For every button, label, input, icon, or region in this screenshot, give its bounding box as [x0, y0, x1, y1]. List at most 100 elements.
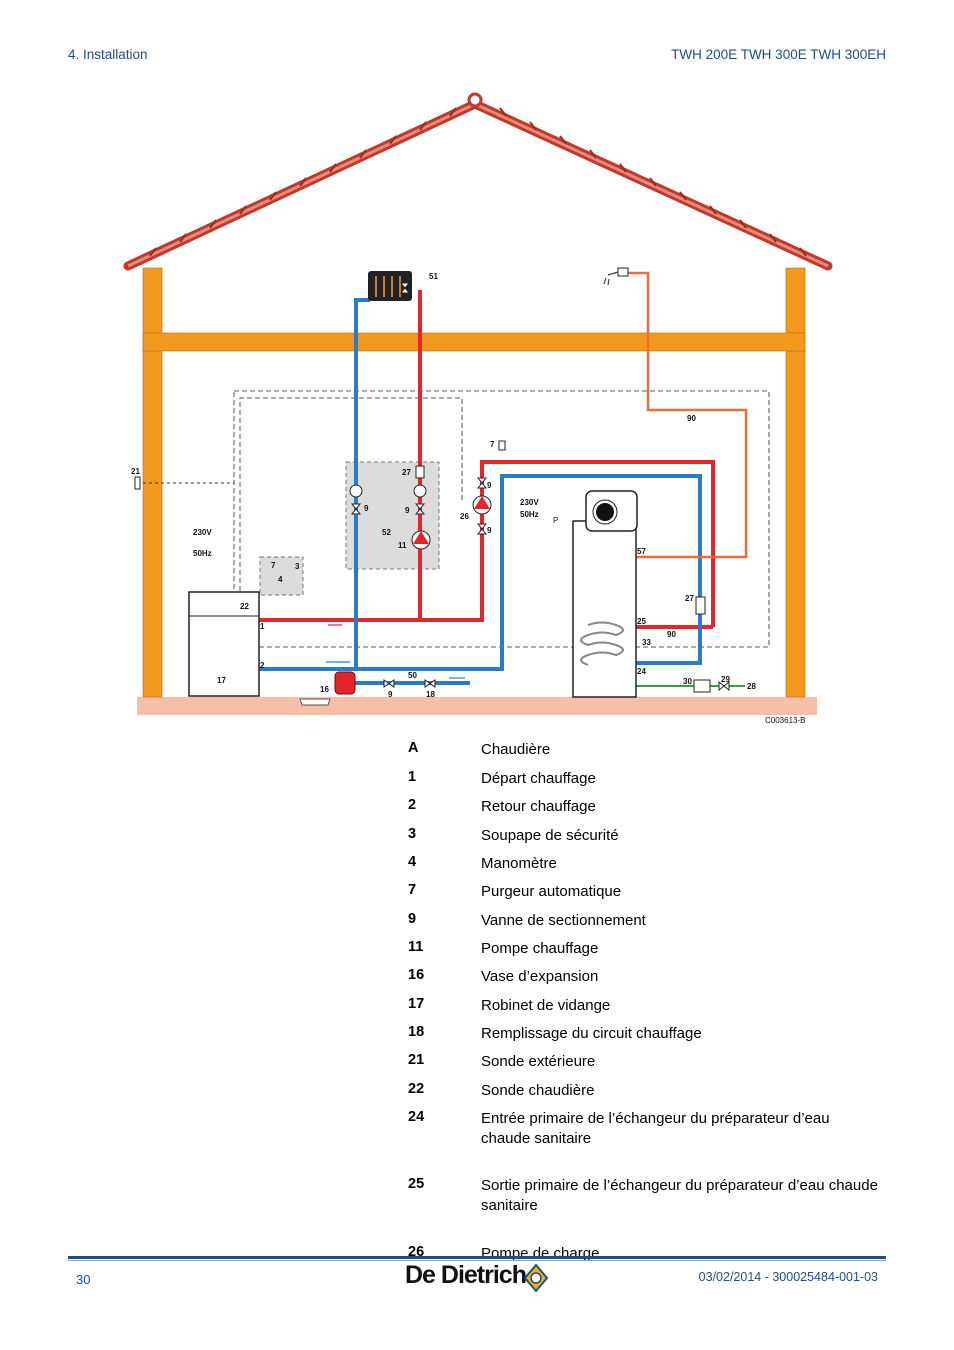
valves — [350, 282, 730, 692]
air-vent — [498, 440, 506, 451]
legend-item: 1 Départ chauffage — [408, 769, 878, 789]
label-33: 33 — [642, 638, 651, 647]
legend-item: 2 Retour chauffage — [408, 797, 878, 817]
legend-text: Robinet de vidange — [481, 996, 611, 1014]
legend-text: Purgeur automatique — [481, 883, 622, 900]
legend-text: Sonde chaudière — [481, 1081, 595, 1099]
legend-text: Chaudière — [481, 741, 551, 758]
diagram-ref: C003613-B — [765, 716, 805, 725]
legend-key: 4 — [408, 853, 417, 870]
section-title: 4. Installation — [68, 47, 148, 62]
legend-text: Sortie primaire de l’échangeur du prépar… — [481, 1177, 878, 1214]
legend-key: 24 — [408, 1108, 425, 1125]
label-26: 26 — [460, 512, 469, 521]
brand-mark-icon — [523, 1263, 549, 1293]
model-list: TWH 200E TWH 300E TWH 300EH — [671, 47, 886, 62]
hydraulic-module — [345, 461, 440, 570]
label-57: 57 — [637, 547, 646, 556]
page-number: 30 — [76, 1272, 91, 1287]
label-2: 2 — [260, 661, 265, 670]
legend-item: 22 Sonde chaudière — [408, 1081, 878, 1101]
label-52: 52 — [382, 528, 391, 537]
ground — [137, 697, 817, 715]
pump-charge — [472, 495, 492, 515]
legend-text: Retour chauffage — [481, 798, 596, 815]
legend-text: Vase d’expansion — [481, 968, 599, 985]
label-18: 18 — [426, 690, 435, 699]
filter — [693, 679, 711, 693]
label-9: 9 — [487, 481, 492, 490]
legend-item: A Chaudière — [408, 740, 878, 760]
legend-item: 7 Purgeur automatique — [408, 882, 878, 902]
legend-key: 7 — [408, 882, 417, 898]
label-7: 7 — [271, 561, 276, 570]
label-90: 90 — [687, 414, 696, 423]
drain-point — [299, 698, 331, 706]
label-17: 17 — [217, 676, 226, 685]
label-51: 51 — [429, 272, 438, 281]
roof-tiles — [149, 107, 807, 257]
label-9: 9 — [487, 526, 492, 535]
legend: A Chaudière 1 Départ chauffage 2 Retour chauf… — [408, 740, 878, 1264]
label-voltage: 230V — [520, 498, 539, 507]
label-29: 29 — [721, 675, 730, 684]
legend-key: 1 — [408, 768, 417, 785]
label-27: 27 — [685, 594, 694, 603]
label-22: 22 — [240, 602, 249, 611]
legend-key: 3 — [408, 825, 417, 842]
label-4: 4 — [278, 575, 283, 584]
label-9: 9 — [364, 504, 369, 513]
label-28: 28 — [747, 682, 756, 691]
legend-text: Sonde extérieure — [481, 1053, 596, 1070]
legend-key: 9 — [408, 910, 417, 927]
legend-text: Vanne de sectionnement — [481, 911, 646, 929]
label-7: 7 — [490, 440, 495, 449]
sensor-27 — [695, 596, 706, 615]
label-voltage: 230V — [193, 528, 212, 537]
legend-text: Départ chauffage — [481, 769, 596, 787]
label-frequency: 50Hz — [193, 549, 212, 558]
thermometer-gauge — [349, 484, 363, 498]
label-30: 30 — [683, 677, 692, 686]
legend-text: Pompe chauffage — [481, 939, 599, 957]
label-24: 24 — [637, 667, 646, 676]
legend-key: A — [408, 740, 419, 756]
label-9: 9 — [388, 690, 393, 699]
label-25: 25 — [637, 617, 646, 626]
dhw-pipe — [627, 271, 748, 559]
heat-pump-water-heater — [572, 490, 638, 698]
label-90: 90 — [667, 630, 676, 639]
safety-group — [259, 556, 304, 596]
legend-text: Soupape de sécurité — [481, 826, 619, 844]
legend-key: 2 — [408, 797, 417, 813]
legend-key: 22 — [408, 1080, 425, 1097]
legend-key: 17 — [408, 995, 425, 1012]
thermometer-gauge — [413, 484, 427, 498]
label-p: P — [553, 516, 558, 525]
legend-item: 25 Sortie primaire de l’échangeur du prép… — [408, 1176, 878, 1216]
legend-item: 9 Vanne de sectionnement — [408, 911, 878, 931]
label-9: 9 — [405, 506, 410, 515]
shower-icon — [603, 267, 629, 286]
boiler — [188, 591, 260, 697]
legend-item: 4 Manomètre — [408, 854, 878, 874]
label-21: 21 — [131, 467, 140, 476]
legend-key: 16 — [408, 967, 425, 983]
legend-text: Entrée primaire de l’échangeur du prépar… — [481, 1109, 830, 1147]
legend-key: 11 — [408, 938, 424, 955]
legend-item: 11 Pompe chauffage — [408, 939, 878, 959]
legend-key: 18 — [408, 1023, 425, 1040]
roof — [123, 92, 833, 271]
brand-logo-text: De Dietrich — [405, 1261, 527, 1289]
label-27: 27 — [402, 468, 411, 477]
footer-rule — [68, 1256, 886, 1259]
label-11: 11 — [398, 541, 407, 550]
legend-key: 26 — [408, 1243, 425, 1260]
legend-key: 25 — [408, 1176, 425, 1192]
outdoor-sensor — [134, 476, 141, 490]
sensor-27 — [415, 465, 425, 479]
legend-text: Manomètre — [481, 854, 557, 872]
label-50: 50 — [408, 671, 417, 680]
